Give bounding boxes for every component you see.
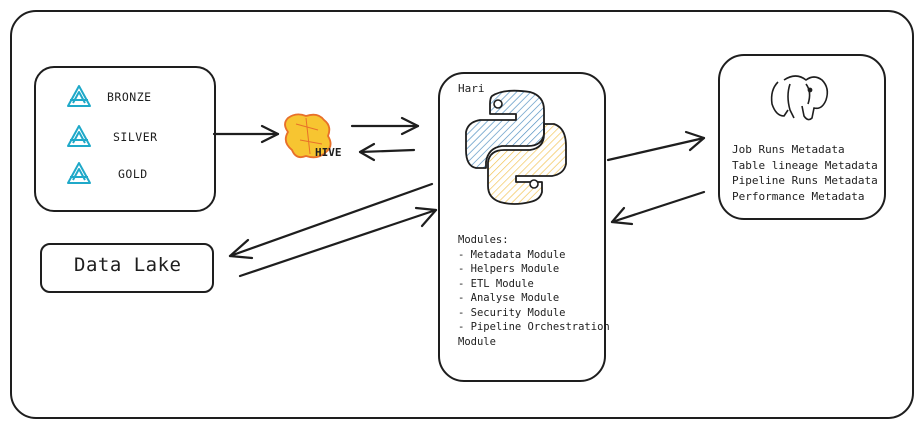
arrow-lake-to-hari [238, 206, 438, 278]
metadata-line-performance: Performance Metadata [732, 189, 865, 203]
metadata-store-box [718, 54, 886, 220]
gold-layer-icon [67, 162, 91, 184]
module-item: - ETL Module [458, 277, 534, 290]
silver-label: SILVER [113, 130, 158, 144]
arrow-hive-to-hari [350, 116, 420, 136]
modules-heading: Modules: [458, 234, 509, 246]
silver-layer-icon [67, 125, 91, 147]
metadata-line-pipeline-runs: Pipeline Runs Metadata [732, 174, 878, 187]
hive-label: HIVE [315, 146, 342, 159]
data-lake-label: Data Lake [74, 254, 182, 276]
module-item: - Pipeline Orchestration [458, 321, 610, 333]
arrow-hari-to-metadata [606, 130, 706, 162]
module-item: - Security Module [458, 306, 566, 319]
bronze-layer-icon [67, 85, 91, 107]
module-item: - Analyse Module [458, 292, 560, 304]
lakehouse-layers-box [34, 66, 216, 212]
arrow-metadata-to-hari [610, 190, 706, 226]
metadata-line-table-lineage: Table lineage Metadata [732, 158, 878, 172]
module-item: Module [458, 335, 496, 348]
gold-label: GOLD [118, 167, 148, 181]
hari-title: Hari [458, 82, 485, 95]
diagram-frame [10, 10, 914, 419]
arrow-layers-to-hive [212, 124, 280, 144]
module-item: - Metadata Module [458, 248, 566, 261]
data-lake-box [40, 243, 214, 293]
metadata-line-job-runs: Job Runs Metadata [732, 143, 845, 156]
bronze-label: BRONZE [107, 90, 152, 104]
arrow-hari-to-lake [228, 182, 434, 260]
module-item: - Helpers Module [458, 263, 560, 275]
arrow-hari-to-hive [358, 142, 416, 162]
